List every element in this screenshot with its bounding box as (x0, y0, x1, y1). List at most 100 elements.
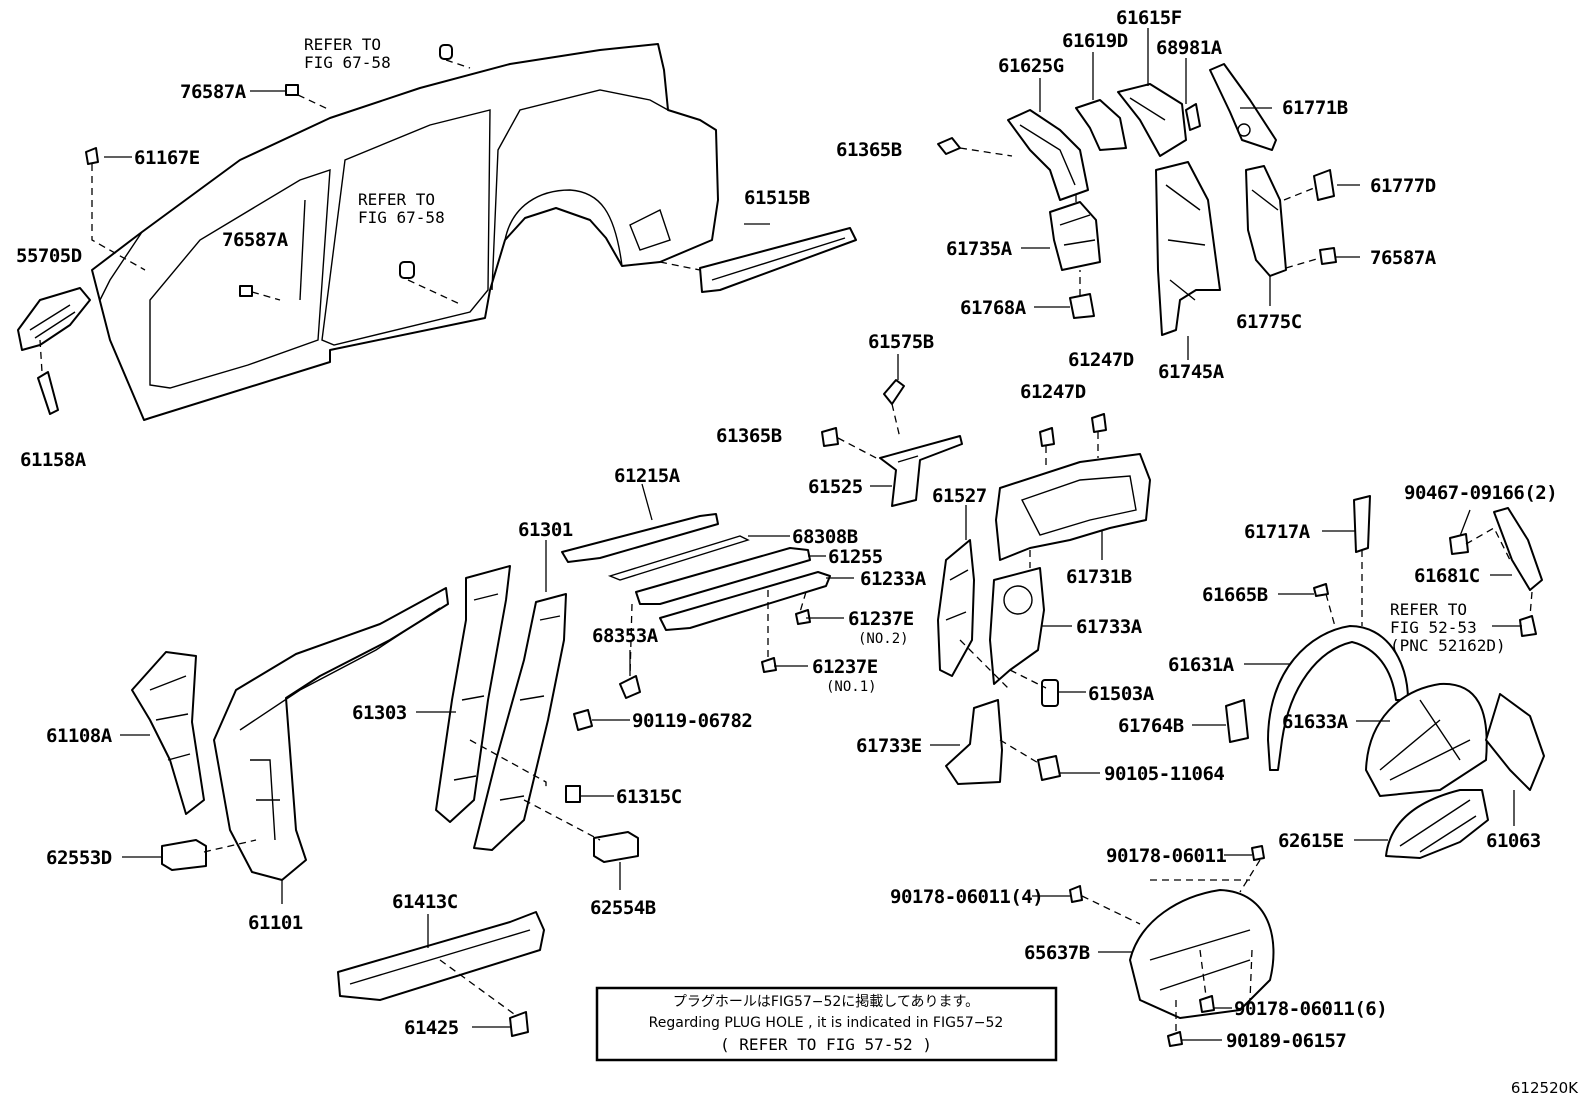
pillar-61527 (937, 539, 975, 677)
label-61527: 61527 (932, 485, 987, 507)
label-61615f: 61615F (1116, 7, 1182, 29)
liner-65637b (1129, 889, 1275, 1019)
reference-notes: REFER TO FIG 67-58 REFER TO FIG 67-58 RE… (304, 35, 1506, 655)
clip-61365b-mid (821, 427, 839, 447)
label-61365b: 61365B (836, 139, 902, 161)
clip-61365b-top (937, 137, 961, 155)
label-61255: 61255 (828, 546, 883, 568)
center-pillar-61303 (435, 565, 511, 823)
label-61247d: 61247D (1020, 381, 1086, 403)
panel-61735a (1049, 201, 1101, 271)
clip-61247d-2 (1091, 413, 1107, 433)
leader-lines (104, 28, 1522, 1041)
label-61768a: 61768A (960, 297, 1027, 319)
clip-ref2 (399, 261, 415, 279)
ref-fig67-58-mid-line2: FIG 67-58 (358, 208, 445, 227)
pillar-61625g (1007, 109, 1089, 201)
label-62615e: 62615E (1278, 830, 1344, 852)
label-61745a: 61745A (1158, 361, 1225, 383)
figure-id: 612520K (1511, 1079, 1579, 1097)
label-61247d: 61247D (1068, 349, 1134, 371)
bracket-61425 (509, 1011, 529, 1037)
rocker-61413c (337, 911, 545, 1001)
label-61503a: 61503A (1088, 683, 1155, 705)
clip-ref3 (1519, 615, 1537, 637)
bolt-90105 (1037, 755, 1061, 781)
bracket-55705d (17, 287, 91, 351)
label-61158a: 61158A (20, 449, 87, 471)
rail-61255 (635, 547, 811, 605)
label-61764b: 61764B (1118, 715, 1184, 737)
label-61413c: 61413C (392, 891, 458, 913)
label-90178-06011-4: 90178-06011(4) (890, 886, 1043, 908)
label-61365b: 61365B (716, 425, 782, 447)
brace-61525 (879, 435, 963, 507)
label-61775c: 61775C (1236, 311, 1302, 333)
panel-61775c (1245, 165, 1287, 277)
center-pillar-61301 (473, 593, 567, 851)
label-61665b: 61665B (1202, 584, 1268, 606)
label-61215a: 61215A (614, 465, 681, 487)
label-61777d: 61777D (1370, 175, 1436, 197)
label-61233a: 61233A (860, 568, 927, 590)
label-90105-11064: 90105-11064 (1104, 763, 1224, 785)
label-61735a: 61735A (946, 238, 1013, 260)
label-61425: 61425 (404, 1017, 459, 1039)
wheelhouse-61631a (1267, 625, 1409, 771)
plug-76587a-mid (239, 285, 253, 297)
wheelhouse-61633a (1365, 682, 1488, 797)
note-japanese: プラグホールはFIG57−52に掲載してあります。 (673, 994, 979, 1010)
label-61101: 61101 (248, 912, 303, 934)
label-76587a: 76587A (222, 229, 289, 251)
bolt-90467 (1449, 533, 1469, 555)
label-68353a: 68353A (592, 625, 659, 647)
label-61633a: 61633A (1282, 711, 1349, 733)
ref-fig52-53-line2: FIG 52-53 (1390, 618, 1477, 637)
clip-90178-top (1251, 845, 1265, 861)
patch-61503a (1041, 679, 1059, 707)
clip-61315c (565, 785, 581, 803)
bracket-61575b (883, 379, 905, 405)
liner-62615e (1385, 789, 1489, 859)
bracket-68981a (1185, 103, 1201, 131)
reinforcement-61515b (699, 227, 857, 293)
bracket-61619d (1075, 99, 1127, 151)
clip-ref1 (439, 44, 453, 60)
label-61237e: 61237E (812, 656, 878, 678)
label-62554b: 62554B (590, 897, 656, 919)
clip-61237e-no2 (795, 609, 811, 625)
label-90178-06011: 90178-06011 (1106, 845, 1226, 867)
label-61063: 61063 (1486, 830, 1541, 852)
plug-76587a-top (285, 84, 299, 96)
rail-61215a (561, 513, 719, 563)
label-61167e: 61167E (134, 147, 200, 169)
label-61315c: 61315C (616, 786, 682, 808)
clip-90178-left (1069, 885, 1083, 903)
label-61525: 61525 (808, 476, 863, 498)
clip-61665b (1313, 583, 1329, 597)
label-61108a: 61108A (46, 725, 113, 747)
note-english: Regarding PLUG HOLE , it is indicated in… (649, 1015, 1004, 1031)
label-62553d: 62553D (46, 847, 112, 869)
label-90119-06782: 90119-06782 (632, 710, 752, 732)
brace-61063 (1485, 693, 1545, 791)
inner-panel-61731b (995, 453, 1151, 561)
label-90178-06011-6: 90178-06011(6) (1234, 998, 1387, 1020)
ref-fig67-58-top-line1: REFER TO (304, 35, 381, 54)
label-61237e-no2: (NO.2) (858, 631, 909, 647)
label-61625g: 61625G (998, 55, 1064, 77)
label-76587a: 76587A (180, 81, 247, 103)
clip-61247d-1 (1039, 427, 1055, 447)
reinforcement-61615f (1117, 83, 1187, 157)
bracket-61681c (1493, 507, 1543, 591)
plug-76587a-right (1319, 247, 1337, 265)
front-pillar-61101 (213, 587, 449, 881)
label-61717a: 61717A (1244, 521, 1311, 543)
bracket-61733e (945, 699, 1003, 785)
ref-fig52-53-line1: REFER TO (1390, 600, 1467, 619)
patch-61777d (1313, 169, 1335, 201)
label-90467-09166: 90467-09166(2) (1404, 482, 1557, 504)
label-61301: 61301 (518, 519, 573, 541)
inner-panel-61733a (989, 567, 1045, 685)
